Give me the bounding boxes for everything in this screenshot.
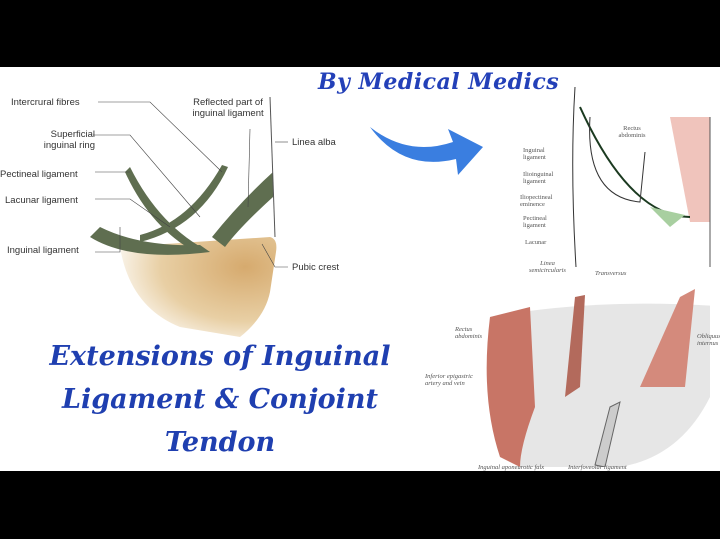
label-ilioinguinal-ligament: Ilioinguinal ligament [523, 171, 554, 185]
byline: By Medical Medics [318, 69, 560, 95]
label-inguinal-ligament-2: Inguinal ligament [523, 147, 546, 161]
label-lacunar: Lacunar [525, 239, 547, 246]
label-linea-alba: Linea alba [292, 137, 336, 148]
label-pectineal-ligament-2: Pectineal ligament [523, 215, 547, 229]
rectus-inguinal-diagram [572, 87, 711, 267]
title-line-3: Tendon [164, 427, 276, 458]
arrow-icon [370, 127, 483, 175]
label-inguinal-ligament: Inguinal ligament [7, 245, 79, 256]
label-iliopectineal-eminence: Iliopectineal eminence [520, 194, 553, 208]
label-transversus: Transversus [595, 270, 627, 277]
abdominal-wall-diagram [486, 289, 710, 467]
label-intercrural-fibres: Intercrural fibres [11, 97, 80, 108]
label-reflected-part: Reflected part of inguinal ligament [192, 97, 264, 119]
label-pubic-crest: Pubic crest [292, 262, 339, 273]
title-line-2: Ligament & Conjoint [62, 384, 378, 415]
thumbnail-canvas: By Medical Medics Intercrural fibres Sup… [0, 67, 720, 471]
label-interfoveolar-ligament: Interfoveolar ligament [568, 464, 627, 471]
label-rectus-abdominis-2: Rectus abdominis [455, 326, 483, 340]
video-title: Extensions of Inguinal Ligament & Conjoi… [20, 335, 420, 464]
label-obliquus-internus: Obliquus internus [697, 333, 720, 347]
label-pectineal-ligament: Pectineal ligament [0, 169, 78, 180]
label-inferior-epigastric: Inferior epigastric artery and vein [425, 373, 473, 387]
label-rectus-abdominis: Rectus abdominis [618, 125, 646, 139]
label-lacunar-ligament: Lacunar ligament [5, 195, 78, 206]
label-inguinal-aponeurotic-falx: Inguinal aponeurotic falx [478, 464, 545, 471]
label-linea-semicircularis: Linea semicircularis [529, 260, 566, 274]
label-superficial-inguinal-ring: Superficial inguinal ring [43, 129, 95, 151]
inguinal-ligament-diagram [90, 96, 288, 337]
title-line-1: Extensions of Inguinal [49, 341, 391, 372]
